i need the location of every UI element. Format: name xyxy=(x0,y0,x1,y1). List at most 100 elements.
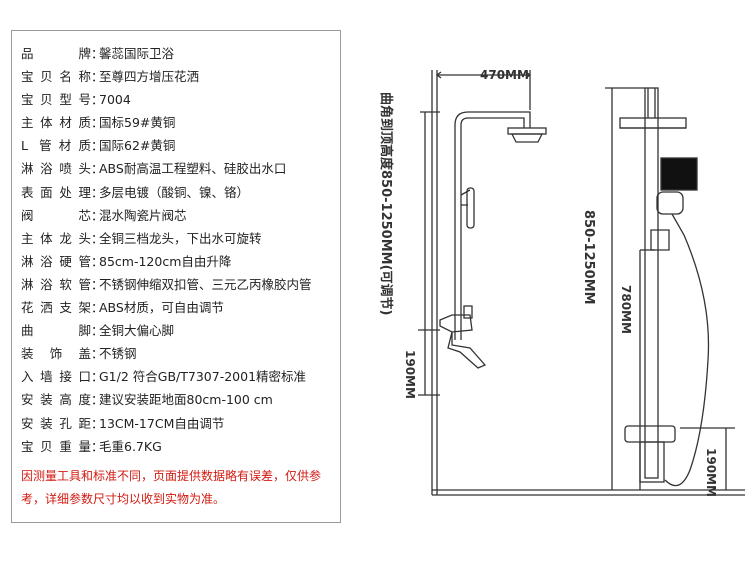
spec-key: 淋浴喷头 xyxy=(21,161,91,177)
drawing-left xyxy=(418,70,745,496)
spec-colon: ： xyxy=(91,69,104,85)
spec-value: 13CM-17CM自由调节 xyxy=(99,415,225,431)
front-head-top xyxy=(619,117,687,129)
handheld-side xyxy=(466,187,475,229)
total-height-label: 850-1250MM xyxy=(581,210,596,305)
mid-height-label: 780MM xyxy=(619,285,633,334)
spec-value: 85cm-120cm自由升降 xyxy=(99,253,232,269)
handheld-holder-side xyxy=(460,189,471,206)
spec-key: 宝贝型号 xyxy=(21,92,91,108)
spec-row: 入墙接口：G1/2 符合GB/T7307-2001精密标准 xyxy=(21,365,312,388)
spec-key: 安装孔距 xyxy=(21,415,91,431)
front-rod xyxy=(644,87,659,479)
spec-row: 花洒支架：ABS材质，可自由调节 xyxy=(21,296,312,319)
spec-value: ABS耐高温工程塑料、硅胶出水口 xyxy=(99,161,287,177)
spec-row: 装 饰 盖：不锈钢 xyxy=(21,342,312,365)
spec-key: 主体龙头 xyxy=(21,230,91,246)
spec-key: 品 牌 xyxy=(21,46,91,61)
bottom-190-label: 190MM xyxy=(704,448,718,497)
spec-colon: ： xyxy=(91,184,104,200)
tub-spout-side xyxy=(447,331,487,369)
overhead-head-nozzle xyxy=(510,133,544,143)
shower-dimension-diagram: 470MM 曲角到顶高度850-1250MM(可调节) 190MM 850-12… xyxy=(378,68,745,497)
front-head-neck xyxy=(647,88,656,118)
spec-row: 宝贝型号：7004 xyxy=(21,88,312,111)
spec-key: 淋浴软管 xyxy=(21,276,91,292)
hose-curve xyxy=(664,213,710,487)
slider-clamp xyxy=(650,229,670,251)
spec-key: 入墙接口 xyxy=(21,369,91,385)
spec-colon: ： xyxy=(91,300,104,316)
spec-colon: ： xyxy=(91,346,104,362)
spec-colon: ： xyxy=(91,92,104,108)
spec-row: 表面处理：多层电镀（酸铜、镍、铬） xyxy=(21,181,312,204)
spec-value: 馨蕊国际卫浴 xyxy=(99,46,175,61)
valve-body-side xyxy=(439,314,473,333)
spec-value: 7004 xyxy=(99,92,131,108)
spec-row: 品 牌：馨蕊国际卫浴 xyxy=(21,42,312,65)
spec-row: 淋浴喷头：ABS耐高温工程塑料、硅胶出水口 xyxy=(21,157,312,180)
spec-row: 主体材质：国标59#黄铜 xyxy=(21,111,312,134)
spec-key: 表面处理 xyxy=(21,184,91,200)
spec-key: 淋浴硬管 xyxy=(21,253,91,269)
spec-colon: ： xyxy=(91,207,104,223)
spec-value: 多层电镀（酸铜、镍、铬） xyxy=(99,184,250,200)
spec-colon: ： xyxy=(91,415,104,431)
spec-row: L 管材质：国际62#黄铜 xyxy=(21,134,312,157)
spec-colon: ： xyxy=(91,230,104,246)
mixer-valve xyxy=(624,425,676,443)
spec-value: ABS材质，可自由调节 xyxy=(99,300,224,316)
spec-value: 毛重6.7KG xyxy=(99,438,162,454)
spec-value: 建议安装距地面80cm-100 cm xyxy=(99,392,273,408)
left-vertical-label: 曲角到顶高度850-1250MM(可调节) xyxy=(378,92,394,315)
spec-key: 宝贝名称 xyxy=(21,69,91,85)
spec-key: 安装高度 xyxy=(21,392,91,408)
drawing-right xyxy=(605,87,735,490)
spec-row: 宝贝名称：至尊四方增压花洒 xyxy=(21,65,312,88)
spec-key: 花洒支架 xyxy=(21,300,91,316)
spec-value: 国标59#黄铜 xyxy=(99,115,176,131)
overhead-head-side xyxy=(507,127,547,135)
mixer-body xyxy=(639,441,665,483)
valve-knob-side xyxy=(463,305,473,319)
spec-colon: ： xyxy=(91,323,104,339)
spec-row: 曲 脚：全铜大偏心脚 xyxy=(21,319,312,342)
spec-row: 主体龙头：全铜三档龙头，下出水可旋转 xyxy=(21,227,312,250)
shower-rod-left xyxy=(454,111,531,340)
width-label: 470MM xyxy=(480,68,529,82)
spec-value: G1/2 符合GB/T7307-2001精密标准 xyxy=(99,369,307,385)
spec-colon: ： xyxy=(91,253,104,269)
diverter-block xyxy=(660,157,698,191)
spec-colon: ： xyxy=(91,115,104,131)
spec-colon: ： xyxy=(91,46,104,61)
spec-colon: ： xyxy=(91,161,104,177)
spec-colon: ： xyxy=(91,392,104,408)
spec-key: 阀 芯 xyxy=(21,207,91,223)
spec-value: 不锈钢伸缩双扣管、三元乙丙橡胶内管 xyxy=(99,276,312,292)
spec-key: 宝贝重量 xyxy=(21,438,91,454)
spec-row: 安装高度：建议安装距地面80cm-100 cm xyxy=(21,388,312,411)
spec-value: 国际62#黄铜 xyxy=(99,138,176,154)
spec-row: 淋浴硬管：85cm-120cm自由升降 xyxy=(21,250,312,273)
spec-key: 装 饰 盖 xyxy=(21,346,91,362)
spec-row: 阀 芯：混水陶瓷片阀芯 xyxy=(21,204,312,227)
spec-row: 淋浴软管：不锈钢伸缩双扣管、三元乙丙橡胶内管 xyxy=(21,273,312,296)
spec-colon: ： xyxy=(91,438,104,454)
spec-value: 至尊四方增压花洒 xyxy=(99,69,200,85)
spec-key: 曲 脚 xyxy=(21,323,91,339)
spec-value: 全铜大偏心脚 xyxy=(99,323,175,339)
spec-value: 全铜三档龙头，下出水可旋转 xyxy=(99,230,262,246)
disclaimer-note: 因测量工具和标准不同，页面提供数据略有误差，仅供参考，详细参数尺寸均以收到实物为… xyxy=(21,469,322,506)
shower-rod-left-inner xyxy=(460,117,525,340)
spec-value: 不锈钢 xyxy=(99,346,137,362)
spec-colon: ： xyxy=(91,369,104,385)
spec-key: 主体材质 xyxy=(21,115,91,131)
spec-colon: ： xyxy=(91,276,104,292)
spec-value: 混水陶瓷片阀芯 xyxy=(99,207,187,223)
left-190-label: 190MM xyxy=(403,350,417,399)
spec-row: 宝贝重量：毛重6.7KG xyxy=(21,435,312,458)
spec-colon: ： xyxy=(91,138,104,154)
spec-key: L 管材质 xyxy=(21,138,91,154)
